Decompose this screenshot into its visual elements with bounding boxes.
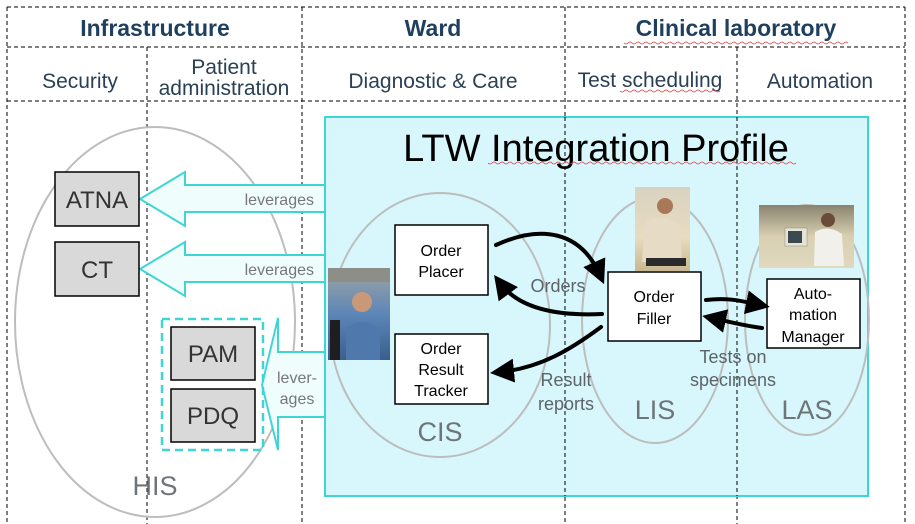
squiggle-integration-profile xyxy=(487,161,797,165)
lis-system-label: LIS xyxy=(635,395,676,425)
lab-automation-photo xyxy=(759,205,854,268)
automation-manager-label-line3: Manager xyxy=(781,329,845,346)
automation-manager-label-line1: Auto- xyxy=(794,286,832,303)
squiggle-clinical-laboratory xyxy=(623,41,849,45)
leverages-label-atna: leverages xyxy=(245,192,314,209)
leverages-arrow-atna xyxy=(138,170,326,228)
ct-profile-label: CT xyxy=(81,257,113,284)
his-system-label: HIS xyxy=(132,471,177,501)
result-reports-label-line1: Result xyxy=(540,370,591,390)
atna-profile-label: ATNA xyxy=(66,187,128,214)
tests-arrow-automation-to-filler xyxy=(702,309,764,333)
column-header-administration: administration xyxy=(159,77,290,100)
orders-arrow-placer-to-filler xyxy=(494,231,606,285)
group-header-clinical-laboratory: Clinical laboratory xyxy=(636,15,837,41)
lab-technician-photo xyxy=(635,187,690,271)
ward-clinician-photo xyxy=(328,268,390,360)
column-header-patient: Patient xyxy=(191,56,257,79)
automation-manager-actor xyxy=(766,278,861,349)
pam-profile-label: PAM xyxy=(188,341,238,368)
tests-on-specimens-label-line2: specimens xyxy=(690,370,776,390)
leverages-arrow-ct xyxy=(138,240,326,298)
pam-profile-box xyxy=(170,326,256,381)
result-reports-label-line2: reports xyxy=(538,394,594,414)
group-header-ward: Ward xyxy=(405,15,462,41)
order-placer-actor xyxy=(394,224,489,296)
tests-on-specimens-label-line1: Tests on xyxy=(699,347,766,367)
order-result-tracker-actor xyxy=(394,333,489,405)
column-header-diagnostic-care: Diagnostic & Care xyxy=(348,70,517,93)
order-placer-label-line1: Order xyxy=(421,243,463,260)
cis-system-label: CIS xyxy=(417,417,462,447)
spellcheck-underlines xyxy=(487,41,849,165)
column-header-automation: Automation xyxy=(767,70,873,93)
orders-flow-label: Orders xyxy=(530,276,585,296)
leverages-arrow-pam-pdq xyxy=(260,317,326,451)
order-result-tracker-label-line2: Result xyxy=(418,362,464,379)
ct-profile-box xyxy=(54,241,140,297)
column-header-test-scheduling: Test scheduling xyxy=(578,69,723,92)
automation-manager-label-line2: mation xyxy=(789,307,837,324)
order-filler-label-line1: Order xyxy=(634,289,676,306)
leverages-label-pam-pdq-line2: ages xyxy=(280,391,315,408)
squiggle-scheduling xyxy=(619,89,721,93)
atna-profile-box xyxy=(54,171,140,227)
order-placer-label-line2: Placer xyxy=(418,264,464,281)
orders-arrow-filler-to-placer xyxy=(494,274,604,317)
las-system-label: LAS xyxy=(781,395,832,425)
column-header-security: Security xyxy=(42,70,118,93)
pdq-profile-label: PDQ xyxy=(187,403,239,430)
order-result-tracker-label-line3: Tracker xyxy=(414,383,468,400)
tests-arrow-filler-to-automation xyxy=(704,290,770,315)
group-header-infrastructure: Infrastructure xyxy=(80,15,230,41)
pdq-profile-box xyxy=(170,388,256,443)
his-system-ellipse xyxy=(14,126,296,518)
result-reports-arrow xyxy=(490,325,603,383)
leverages-label-ct: leverages xyxy=(245,262,314,279)
leverages-label-pam-pdq-line1: lever- xyxy=(277,370,317,387)
order-filler-actor xyxy=(607,271,702,342)
order-filler-label-line2: Filler xyxy=(637,311,672,328)
order-result-tracker-label-line1: Order xyxy=(421,341,463,358)
